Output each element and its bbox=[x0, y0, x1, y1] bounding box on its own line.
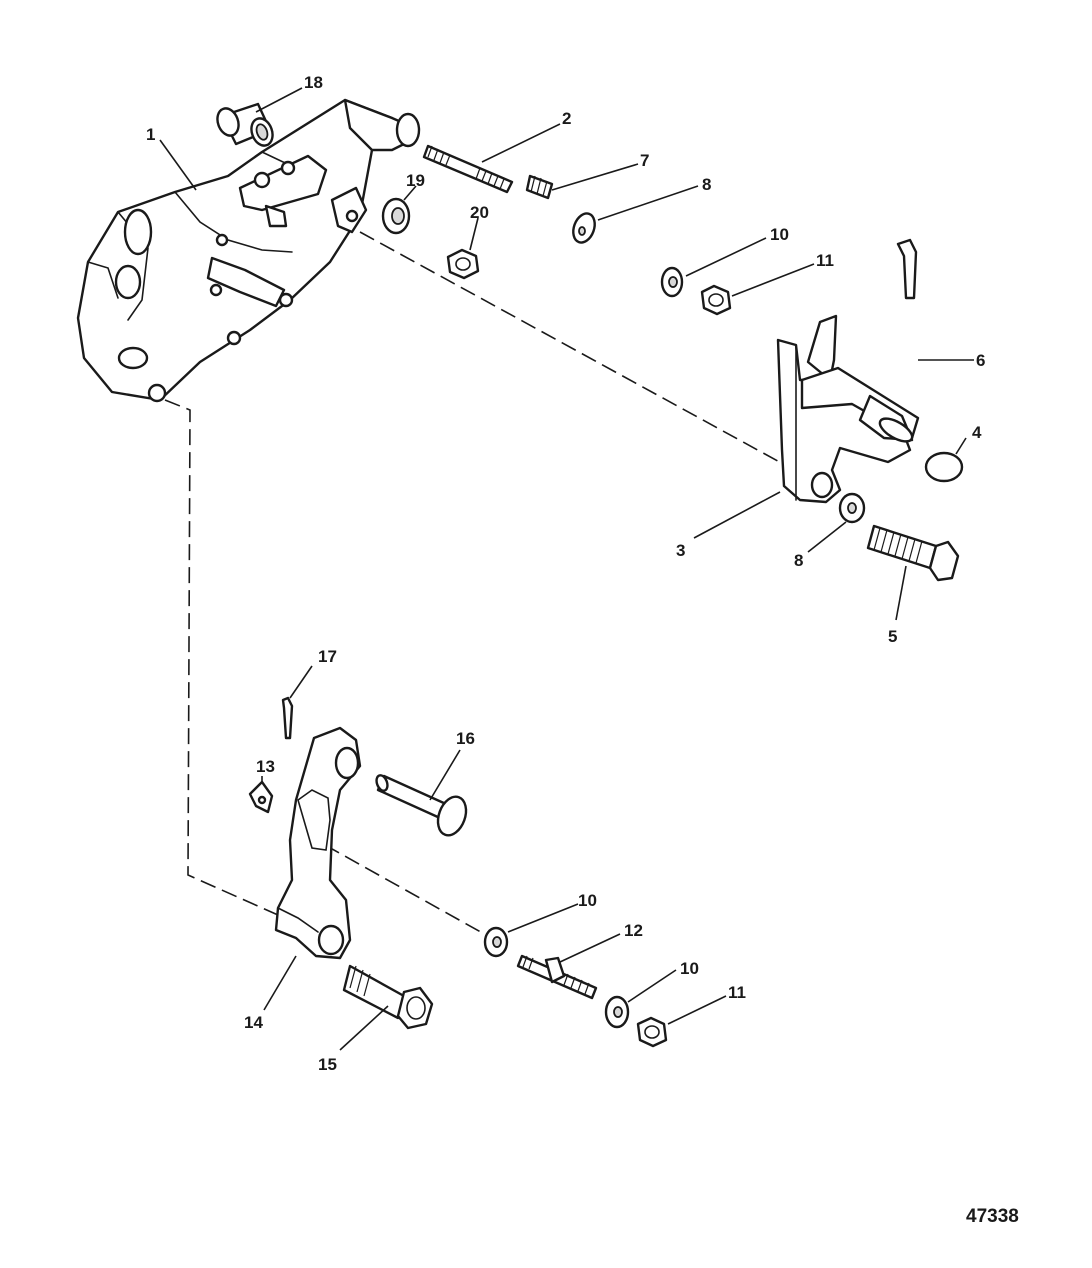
shift-lever bbox=[776, 314, 920, 504]
nyloc-nut-lower bbox=[636, 1016, 668, 1048]
bushing bbox=[216, 102, 274, 147]
washer-middle bbox=[483, 926, 509, 958]
assembly-lines bbox=[164, 231, 786, 941]
callout-4: 4 bbox=[972, 423, 982, 442]
knob-cap bbox=[924, 451, 964, 483]
callout-10-middle: 10 bbox=[578, 891, 597, 910]
hex-nut bbox=[446, 248, 480, 280]
callout-8-lower: 8 bbox=[794, 551, 803, 570]
link-arm bbox=[274, 726, 362, 960]
callout-labels: 1 18 2 7 8 19 20 10 11 6 4 3 8 5 17 13 1… bbox=[146, 73, 985, 1074]
callout-16: 16 bbox=[456, 729, 475, 748]
clevis-pin bbox=[375, 774, 468, 837]
callout-15: 15 bbox=[318, 1055, 337, 1074]
callout-8-upper: 8 bbox=[702, 175, 711, 194]
callout-10-lower: 10 bbox=[680, 959, 699, 978]
cotter-pin-lower bbox=[281, 696, 294, 740]
callout-6: 6 bbox=[976, 351, 985, 370]
callout-17: 17 bbox=[318, 647, 337, 666]
spring bbox=[525, 174, 554, 200]
flat-washer-lower bbox=[838, 492, 866, 524]
callout-1: 1 bbox=[146, 125, 155, 144]
washer-upper bbox=[660, 266, 684, 298]
assembly-line-link-to-washer bbox=[324, 844, 496, 941]
hex-bolt bbox=[866, 524, 960, 582]
callout-14: 14 bbox=[244, 1013, 263, 1032]
callout-12: 12 bbox=[624, 921, 643, 940]
cotter-pin-upper bbox=[896, 238, 918, 300]
callout-11-upper: 11 bbox=[816, 251, 834, 270]
main-bracket bbox=[76, 98, 421, 403]
callout-13: 13 bbox=[256, 757, 275, 776]
shoulder-bolt bbox=[342, 964, 434, 1030]
threaded-stud bbox=[422, 144, 514, 194]
washer-hole bbox=[578, 226, 586, 236]
ball-stud bbox=[516, 954, 598, 1000]
callout-20: 20 bbox=[470, 203, 489, 222]
lock-washer bbox=[381, 197, 411, 235]
callout-11-lower: 11 bbox=[728, 983, 746, 1002]
nyloc-nut-upper bbox=[700, 284, 732, 316]
callout-19: 19 bbox=[406, 171, 425, 190]
callout-leaders bbox=[159, 87, 974, 1051]
callout-10-upper: 10 bbox=[770, 225, 789, 244]
washer-lower bbox=[604, 995, 630, 1029]
callout-2: 2 bbox=[562, 109, 571, 128]
drawing-number: 47338 bbox=[966, 1206, 1019, 1227]
assembly-line-bracket-to-link bbox=[164, 399, 279, 916]
retainer-clip bbox=[248, 780, 274, 814]
callout-3: 3 bbox=[676, 541, 685, 560]
callout-18: 18 bbox=[304, 73, 323, 92]
callout-7: 7 bbox=[640, 151, 649, 170]
callout-5: 5 bbox=[888, 627, 897, 646]
assembly-line-bracket-to-lever bbox=[359, 231, 786, 466]
